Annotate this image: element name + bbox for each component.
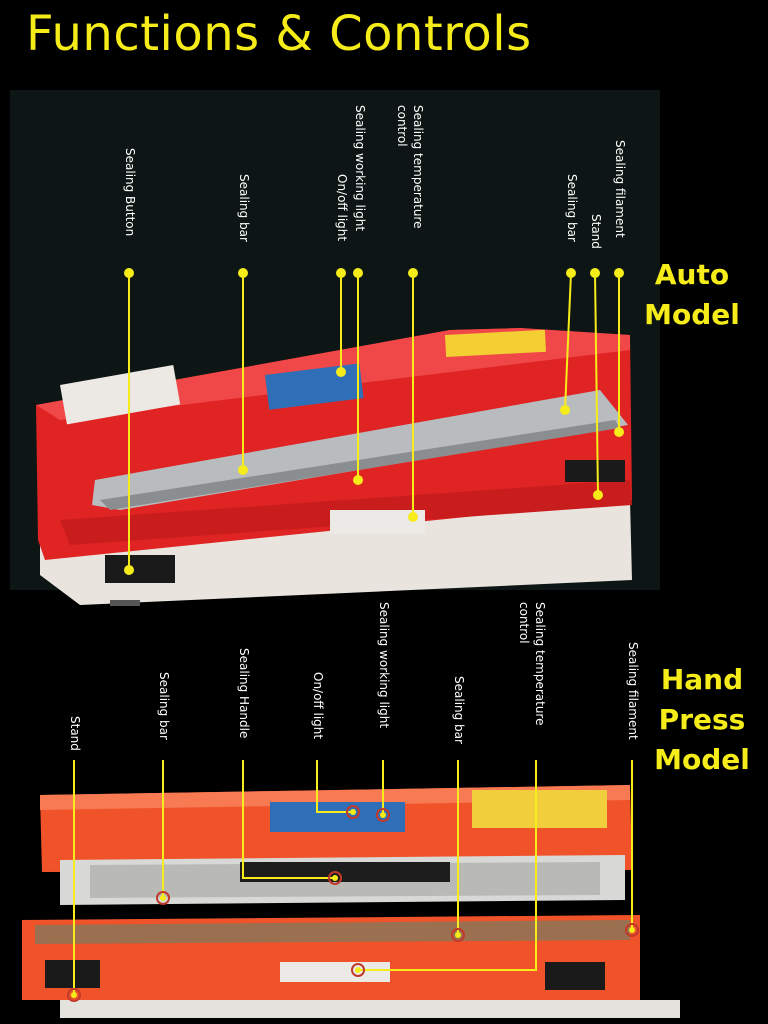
- hand-model-heading-line1: Hand: [660, 663, 744, 696]
- auto-label-sealing-working-light: Sealing working light: [353, 105, 367, 232]
- auto-label-onoff-light: On/off light: [335, 174, 349, 242]
- hand-model-heading: Hand Press Model: [640, 660, 764, 780]
- hand-label-onoff-light: On/off light: [311, 672, 325, 740]
- auto-model-machine: [36, 328, 632, 606]
- auto-label-sealing-filament: Sealing filament: [613, 140, 627, 238]
- hand-label-sealing-temperature-control-line2: control: [517, 602, 531, 644]
- auto-label-sealing-button: Sealing Button: [123, 148, 137, 237]
- auto-label-stand: Stand: [589, 214, 603, 249]
- auto-label-sealing-bar-left: Sealing bar: [237, 174, 251, 242]
- hand-label-sealing-filament: Sealing filament: [626, 642, 640, 740]
- hand-model-heading-line2: Press: [658, 703, 746, 736]
- auto-model-heading-line2: Model: [644, 298, 740, 331]
- auto-model-callout-dots: [124, 268, 624, 575]
- auto-label-sealing-bar-right: Sealing bar: [565, 174, 579, 242]
- auto-model-heading-line1: Auto: [654, 258, 730, 291]
- auto-label-sealing-temperature-control-line1: Sealing temperature: [411, 105, 425, 229]
- hand-label-sealing-temperature-control-line1: Sealing temperature: [533, 602, 547, 726]
- auto-model-heading: Auto Model: [632, 255, 752, 335]
- hand-label-sealing-handle: Sealing Handle: [237, 648, 251, 739]
- hand-label-sealing-bar-left: Sealing bar: [157, 672, 171, 740]
- hand-model-callout-dots: [71, 809, 635, 998]
- page-title: Functions & Controls: [26, 6, 532, 62]
- hand-label-sealing-working-light: Sealing working light: [377, 602, 391, 729]
- hand-label-stand: Stand: [68, 716, 82, 751]
- hand-model-callout-rings: [67, 805, 639, 1002]
- hand-model-heading-line3: Model: [654, 743, 750, 776]
- hand-press-model-machine: [22, 785, 680, 1018]
- hand-model-leader-lines: [73, 760, 633, 995]
- auto-model-leader-lines: [128, 272, 620, 570]
- hand-label-sealing-bar-right: Sealing bar: [452, 676, 466, 744]
- auto-label-sealing-temperature-control-line2: control: [395, 105, 409, 147]
